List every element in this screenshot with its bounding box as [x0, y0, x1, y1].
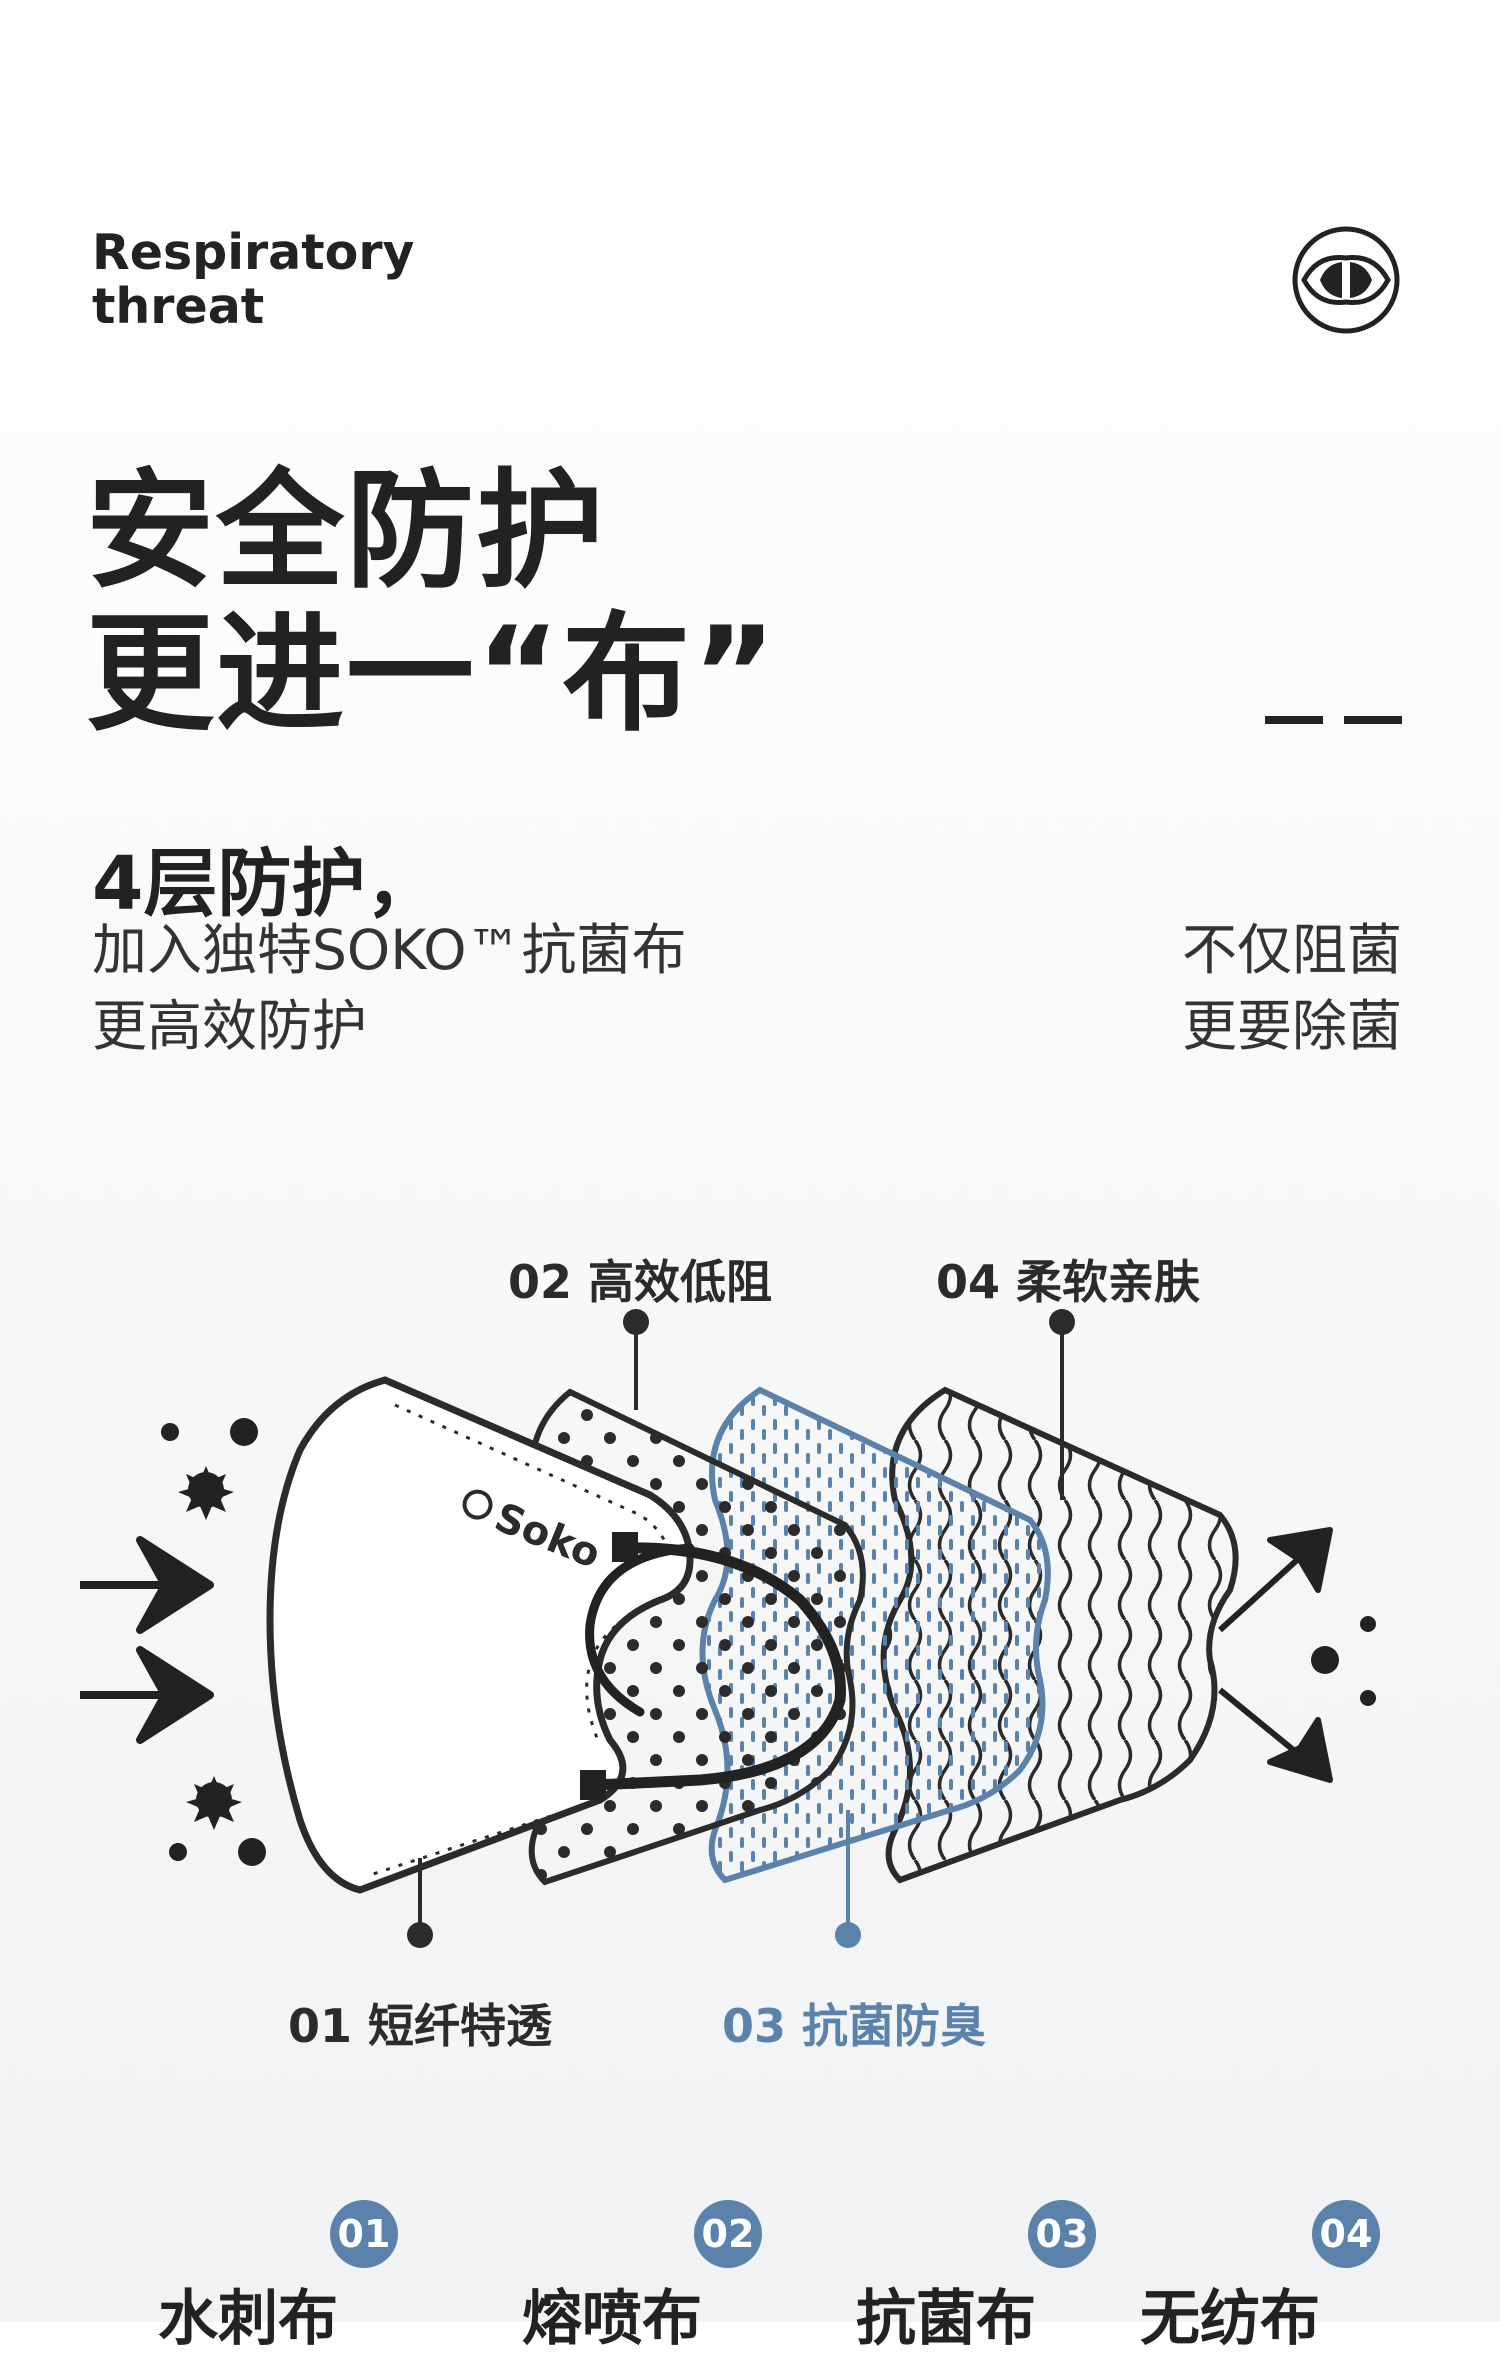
fabric-item-01: 01 水刺布 — [158, 2190, 458, 2354]
mask-badge-icon — [1292, 226, 1400, 334]
layer-01-shape: Soko — [266, 1376, 846, 1894]
layer-label-02: 02 高效低阻 — [508, 1255, 773, 1309]
virus-icon — [178, 1466, 242, 1830]
intro-left-line1: 加入独特SOKO™抗菌布 — [92, 918, 687, 982]
layer-label-03: 03 抗菌防臭 — [722, 1999, 987, 2053]
fabric-name: 熔喷布 — [522, 2284, 702, 2354]
fabric-number-badge: 03 — [1028, 2200, 1096, 2268]
headline-line1: 安全防护 — [86, 457, 607, 606]
layers-title: 4层防护， — [92, 841, 440, 927]
fabric-name: 抗菌布 — [856, 2284, 1036, 2354]
fabric-number-badge: 01 — [330, 2200, 398, 2268]
arrow-out-icon — [1217, 1527, 1333, 1783]
fabric-number-badge: 02 — [694, 2200, 762, 2268]
mask-layers-diagram: Soko — [80, 1309, 1376, 1948]
intro-right: 不仅阻菌 更要除菌 — [1182, 912, 1402, 1064]
intro-left-line2: 更高效防护 — [92, 994, 368, 1058]
particle-icon — [161, 1418, 1376, 1866]
fabric-row: 01 水刺布 02 熔喷布 03 抗菌布 04 无纺布 — [0, 2190, 1500, 2354]
fabric-name: 无纺布 — [1140, 2284, 1320, 2354]
fabric-item-03: 03 抗菌布 — [856, 2190, 1156, 2354]
intro-left: 加入独特SOKO™抗菌布 更高效防护 — [92, 912, 687, 1064]
layer-label-01: 01 短纤特透 — [288, 1999, 553, 2053]
fabric-number-badge: 04 — [1312, 2200, 1380, 2268]
fabric-name: 水刺布 — [158, 2284, 338, 2354]
tagline-line1: Respiratory — [92, 224, 415, 281]
layer-label-04: 04 柔软亲肤 — [936, 1255, 1201, 1309]
dash-decoration — [1265, 716, 1402, 724]
headline: 安全防护 更进一“布” — [86, 460, 778, 746]
arrow-in-icon — [80, 1536, 214, 1744]
tagline-line2: threat — [92, 278, 265, 335]
tagline: Respiratory threat — [92, 226, 414, 334]
intro-right-line1: 不仅阻菌 — [1181, 918, 1402, 982]
headline-line2: 更进一“布” — [86, 600, 779, 749]
fabric-item-02: 02 熔喷布 — [522, 2190, 822, 2354]
intro-right-line2: 更要除菌 — [1181, 994, 1402, 1058]
fabric-item-04: 04 无纺布 — [1140, 2190, 1460, 2354]
